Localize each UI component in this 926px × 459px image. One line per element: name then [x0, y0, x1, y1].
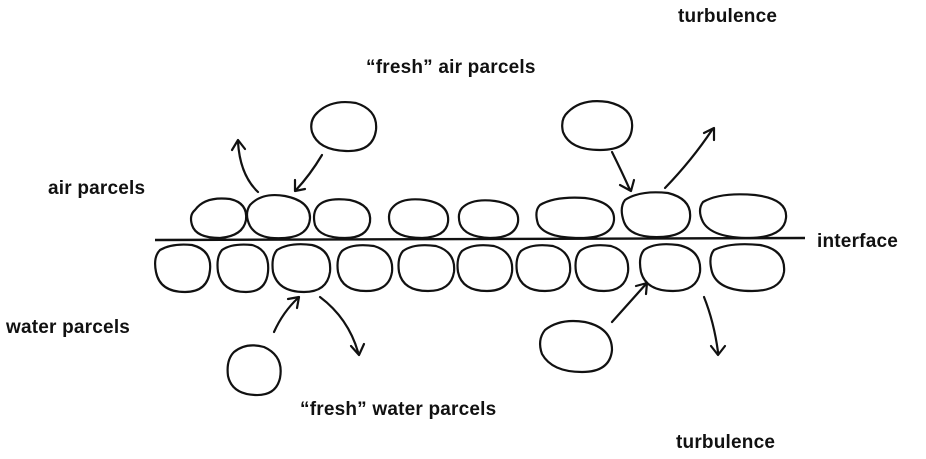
water-parcel	[218, 245, 269, 292]
water-parcel	[399, 245, 455, 291]
fresh-air-parcel	[562, 101, 632, 150]
air-parcel-row	[191, 192, 786, 238]
air-parcel	[314, 199, 370, 238]
water-parcel	[155, 245, 210, 292]
arrow-fresh-air-in-left	[295, 155, 322, 191]
arrow-water-out-left	[320, 297, 364, 355]
water-parcel	[576, 245, 629, 291]
air-parcel	[536, 198, 614, 238]
arrow-fresh-air-in-right	[612, 152, 634, 191]
arrow-water-out-right	[704, 297, 725, 355]
water-parcel-row	[155, 244, 784, 292]
water-parcel	[273, 244, 331, 292]
interface-line	[155, 238, 805, 240]
air-parcels-label: air parcels	[48, 178, 145, 200]
air-parcel	[459, 200, 518, 238]
turbulence-bottom-label: turbulence	[676, 432, 775, 454]
interface-label: interface	[817, 231, 898, 253]
fresh-water-parcel	[540, 321, 612, 372]
fresh-air-parcels-label: “fresh” air parcels	[366, 57, 536, 79]
water-parcel	[517, 245, 571, 291]
water-parcel	[338, 245, 393, 291]
air-parcel	[247, 195, 310, 238]
arrow-fresh-water-in-left	[274, 297, 299, 332]
air-parcel	[389, 199, 448, 238]
air-parcel	[700, 194, 786, 238]
air-parcel	[622, 192, 690, 237]
fresh-water-parcels-label: “fresh” water parcels	[300, 399, 496, 421]
arrow-air-out-left	[232, 140, 258, 192]
water-parcel	[640, 244, 700, 291]
water-parcel	[458, 245, 513, 291]
fresh-water-parcel	[228, 345, 281, 395]
water-parcel	[710, 244, 784, 291]
arrow-air-out-right	[665, 128, 714, 188]
fresh-air-parcel	[311, 102, 376, 151]
water-parcels-label: water parcels	[6, 317, 130, 339]
air-parcel	[191, 198, 246, 238]
turbulence-top-label: turbulence	[678, 6, 777, 28]
